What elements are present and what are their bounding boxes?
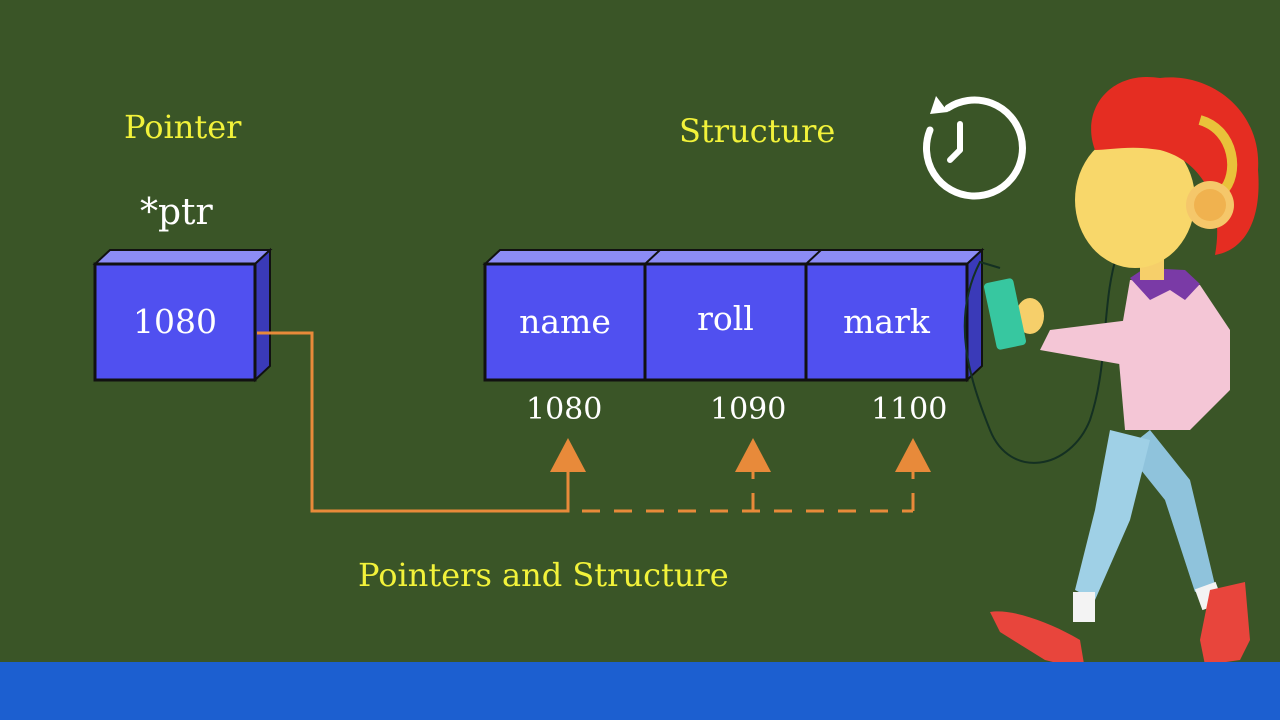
structure-box	[482, 247, 985, 383]
pointer-title: Pointer	[124, 108, 242, 146]
pointer-value: 1080	[133, 302, 217, 341]
arrow-mark	[895, 438, 931, 472]
pointer-connector	[257, 331, 570, 513]
arrow-roll	[735, 438, 771, 472]
bottom-bar	[0, 662, 1280, 720]
dashed-connector	[582, 472, 915, 513]
replay-clock-icon[interactable]	[923, 96, 1026, 200]
structure-field-box-name	[483, 262, 647, 382]
address-name: 1080	[526, 392, 603, 427]
pointer-box	[92, 247, 273, 383]
address-roll: 1090	[710, 392, 787, 427]
structure-field-mark: mark	[843, 302, 930, 341]
pointer-variable-name: *ptr	[140, 192, 213, 233]
diagram-caption: Pointers and Structure	[358, 556, 729, 594]
structure-title: Structure	[679, 112, 836, 150]
arrow-name	[550, 438, 586, 472]
address-mark: 1100	[871, 392, 948, 427]
structure-field-name: name	[519, 302, 611, 341]
structure-field-box-mark	[804, 262, 969, 382]
walking-person-illustration	[963, 76, 1259, 670]
structure-field-roll: roll	[697, 299, 754, 338]
